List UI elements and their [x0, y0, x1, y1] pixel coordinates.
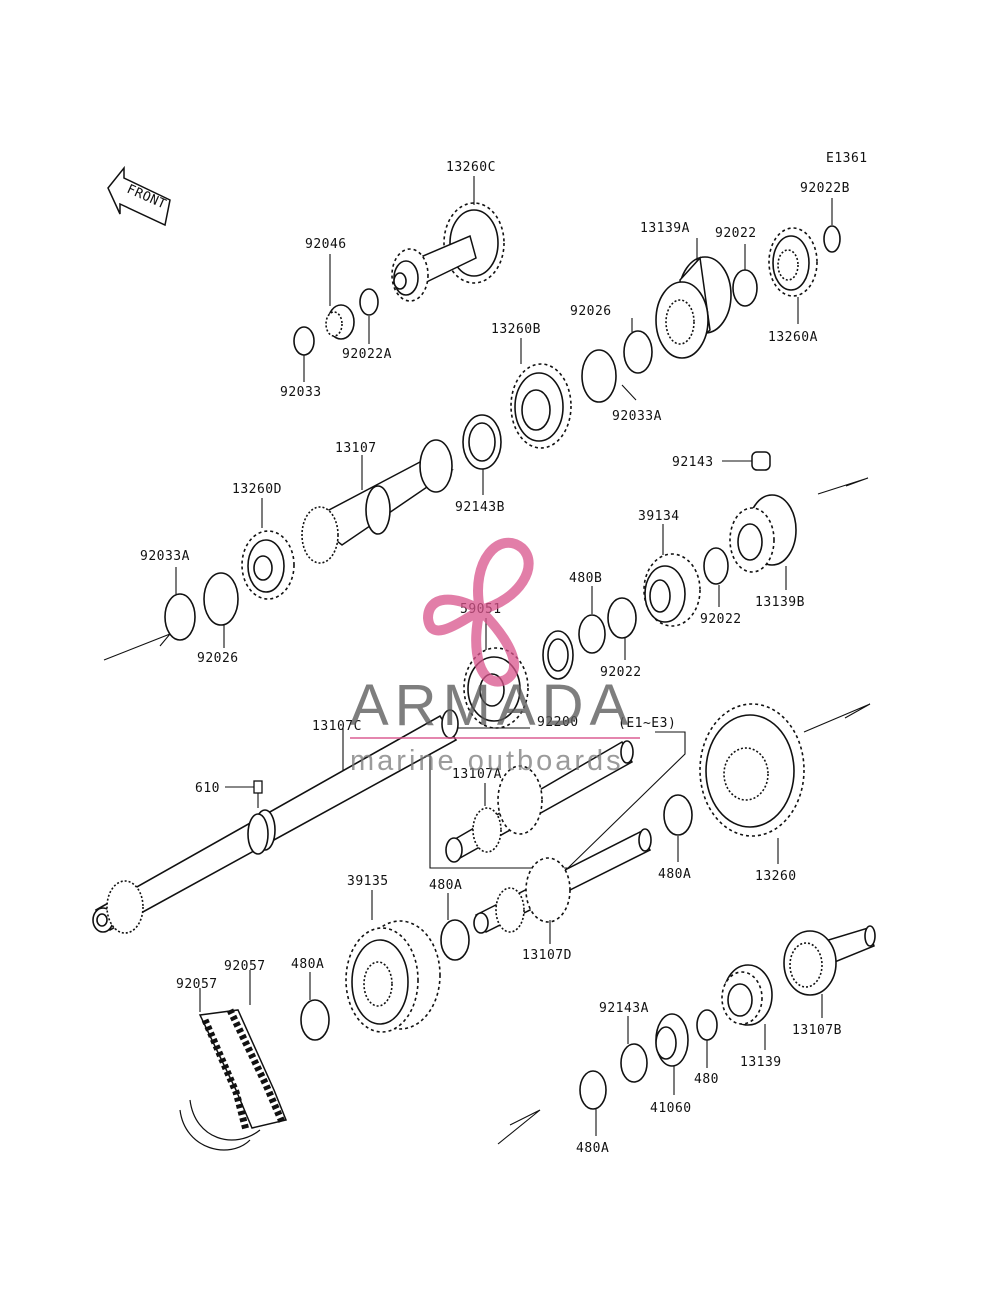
hub-41060	[655, 1013, 689, 1067]
label-92057-a: 92057	[176, 977, 218, 992]
circlip-92033A-left	[164, 593, 196, 641]
axis-arrow-left-bottom	[497, 1109, 541, 1145]
label-92143A: 92143A	[599, 1001, 649, 1016]
label-39134: 39134	[638, 509, 680, 524]
label-13107: 13107	[335, 441, 377, 456]
label-92022-mid: 92022	[700, 612, 742, 627]
circlip-480A-mid	[663, 794, 693, 836]
gear-13260D	[241, 530, 295, 600]
shaft-13107B	[783, 925, 876, 996]
gear-13139B	[729, 494, 797, 573]
label-92033A-left: 92033A	[140, 549, 190, 564]
bracket-92200	[429, 728, 686, 869]
gear-13260C	[391, 202, 505, 302]
axis-arrow-right-top	[817, 477, 869, 495]
axis-arrow-left	[103, 633, 171, 661]
label-92033A-top: 92033A	[612, 409, 662, 424]
label-92022B: 92022B	[800, 181, 850, 196]
label-92026-left: 92026	[197, 651, 239, 666]
gear-39134	[643, 553, 701, 627]
label-92143: 92143	[672, 455, 714, 470]
label-13260D: 13260D	[232, 482, 282, 497]
chain-92057	[179, 1008, 288, 1151]
label-92057-b: 92057	[224, 959, 266, 974]
shaft-13107C	[92, 709, 459, 934]
washer-92022B	[823, 225, 841, 253]
label-13139A: 13139A	[640, 221, 690, 236]
washer-92022-low	[607, 597, 637, 639]
collar-92143A	[620, 1043, 648, 1083]
bearing-92046	[325, 304, 355, 340]
armada-watermark: ARMADA marine outboards	[350, 537, 640, 777]
front-arrow-icon: FRONT	[107, 165, 171, 227]
circlip-92033A-top	[581, 349, 617, 403]
label-92022A: 92022A	[342, 347, 392, 362]
label-13260B: 13260B	[491, 322, 541, 337]
watermark-tagline: marine outboards	[350, 745, 624, 777]
label-92022-low: 92022	[600, 665, 642, 680]
label-13107D: 13107D	[522, 948, 572, 963]
label-480A-left: 480A	[429, 878, 462, 893]
watermark-brand: ARMADA	[350, 673, 634, 738]
label-92026-top: 92026	[570, 304, 612, 319]
circlip-480B	[578, 614, 606, 654]
washer-92022A	[359, 288, 379, 316]
gear-39135	[345, 920, 441, 1033]
circlip-480A-bottom	[579, 1070, 607, 1110]
label-92200: 92200	[537, 715, 579, 730]
label-480: 480	[694, 1072, 719, 1087]
label-13260A: 13260A	[768, 330, 818, 345]
label-480A-low: 480A	[291, 957, 324, 972]
label-13260C: 13260C	[446, 160, 496, 175]
washer-92026-top	[623, 330, 653, 374]
washer-92022-top	[732, 269, 758, 307]
range-note: (E1~E3)	[618, 716, 676, 731]
pin-610	[253, 780, 263, 794]
label-92022-top: 92022	[715, 226, 757, 241]
label-92033: 92033	[280, 385, 322, 400]
pin-92143	[751, 451, 771, 471]
shaft-13107D	[473, 828, 652, 934]
armada-propeller-logo	[422, 537, 534, 687]
sleeve-13139A	[655, 256, 732, 359]
diagram-code: E1361	[826, 151, 868, 166]
label-480A-mid: 480A	[658, 867, 691, 882]
label-480B: 480B	[569, 571, 602, 586]
shaft-13107A	[445, 740, 634, 863]
label-480A-bottom: 480A	[576, 1141, 609, 1156]
gear-13260B	[510, 363, 572, 449]
washer-92022-mid	[703, 547, 729, 585]
label-13260: 13260	[755, 869, 797, 884]
circlip-480A-left	[440, 919, 470, 961]
label-13139: 13139	[740, 1055, 782, 1070]
circlip-92033	[293, 326, 315, 356]
label-92046: 92046	[305, 237, 347, 252]
circlip-480	[696, 1009, 718, 1041]
gear-13260	[699, 703, 805, 837]
label-41060: 41060	[650, 1101, 692, 1116]
circlip-480A-low	[300, 999, 330, 1041]
shaft-13107	[301, 439, 454, 564]
label-13107B: 13107B	[792, 1023, 842, 1038]
label-13139B: 13139B	[755, 595, 805, 610]
axis-arrow-right-mid	[803, 703, 871, 733]
label-92143B: 92143B	[455, 500, 505, 515]
label-39135: 39135	[347, 874, 389, 889]
washer-92026-left	[203, 572, 239, 626]
gear-13139	[721, 964, 773, 1026]
gear-13260A	[768, 227, 818, 297]
label-610: 610	[195, 781, 220, 796]
label-13107C: 13107C	[312, 719, 362, 734]
label-13107A: 13107A	[452, 767, 502, 782]
